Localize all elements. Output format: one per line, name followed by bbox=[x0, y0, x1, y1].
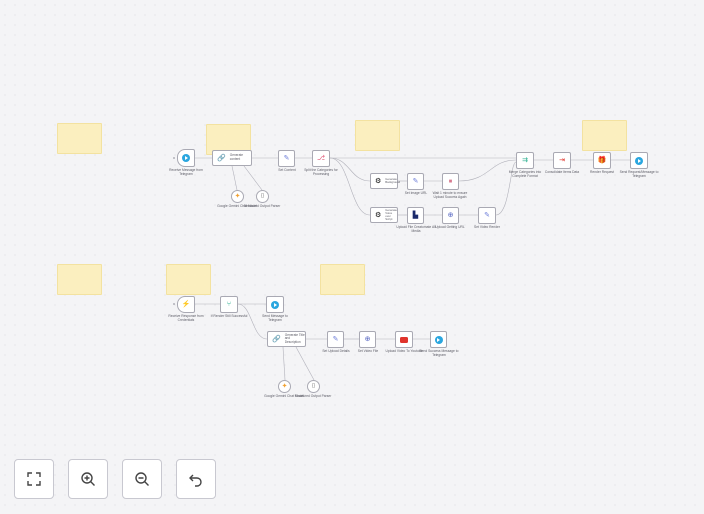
braces-icon: {} bbox=[311, 383, 316, 389]
node-label: Google Gemini Chat Model bbox=[217, 204, 257, 208]
pencil-icon: ✎ bbox=[332, 336, 339, 343]
pause-icon: ⏸ bbox=[448, 178, 453, 185]
globe-icon: ⊕ bbox=[364, 336, 371, 343]
sticky-note[interactable] bbox=[355, 120, 400, 151]
generate-background-node[interactable]: ⚙ Generate Background bbox=[370, 173, 401, 189]
if-node[interactable]: ⑂ bbox=[220, 296, 238, 313]
node-label: Generate Title and Description bbox=[284, 332, 305, 344]
node-label: Send Request/Message to Telegram bbox=[619, 170, 659, 178]
pencil-icon: ✎ bbox=[484, 212, 490, 219]
chain-icon: 🔗 bbox=[217, 154, 226, 162]
generate-content-node[interactable]: 🔗 Generate content bbox=[212, 150, 252, 166]
zoom-out-button[interactable] bbox=[122, 459, 162, 499]
globe-icon: ⊕ bbox=[447, 212, 454, 219]
node-label: Send Success Message to Telegram bbox=[419, 349, 459, 357]
sticky-note[interactable] bbox=[582, 120, 627, 151]
node-label: Render Request bbox=[589, 170, 614, 174]
sticky-note[interactable] bbox=[57, 264, 102, 295]
telegram-icon bbox=[635, 156, 643, 165]
node-label: Generate content bbox=[229, 153, 244, 161]
gemini-icon: ✦ bbox=[234, 193, 241, 200]
output-parser-node[interactable]: {} bbox=[307, 380, 320, 393]
set-content-node[interactable]: ✎ bbox=[278, 150, 295, 167]
braces-icon: {} bbox=[260, 193, 265, 199]
pencil-icon: ✎ bbox=[283, 155, 290, 162]
youtube-upload-node[interactable] bbox=[395, 331, 413, 348]
split-node[interactable]: ⎇ bbox=[312, 150, 330, 167]
node-label: Generate Background bbox=[385, 176, 401, 184]
telegram-icon bbox=[271, 300, 279, 309]
node-label: Set Video Render bbox=[474, 225, 500, 229]
send-telegram-node[interactable] bbox=[266, 296, 284, 313]
telegram-icon bbox=[434, 335, 443, 344]
node-label: If Render Still Successful bbox=[210, 314, 248, 318]
node-label: Structured Output Parser bbox=[294, 394, 332, 398]
node-label: Set Upload Details bbox=[322, 349, 350, 353]
branch-icon: ⑂ bbox=[226, 301, 232, 308]
set-video-url-node[interactable]: ✎ bbox=[478, 207, 496, 224]
wait-node[interactable]: ⏸ bbox=[442, 173, 459, 190]
fit-view-icon bbox=[27, 472, 41, 486]
node-label: Receive Response from Credentials bbox=[168, 314, 204, 322]
zoom-out-icon bbox=[135, 472, 149, 486]
gemini-icon: ✦ bbox=[281, 383, 288, 390]
node-label: Structured Output Parser bbox=[243, 204, 281, 208]
sticky-note[interactable] bbox=[206, 124, 251, 155]
gemini-model-node[interactable]: ✦ bbox=[231, 190, 244, 203]
pencil-icon: ✎ bbox=[412, 178, 419, 185]
split-icon: ⎇ bbox=[316, 155, 326, 162]
aggregate-icon: ⇥ bbox=[559, 157, 565, 164]
node-label: Split the Categories for Processing bbox=[304, 168, 338, 176]
webhook-trigger-node[interactable]: ⚡ bbox=[177, 296, 195, 313]
render-request-node[interactable]: 🎁 bbox=[593, 152, 611, 169]
node-label: Merge Categories into Complete Format bbox=[508, 170, 542, 178]
youtube-icon bbox=[400, 336, 408, 343]
node-label: Upload File Creatomate All Media bbox=[396, 225, 436, 233]
gift-icon: 🎁 bbox=[597, 157, 607, 164]
gemini-model-node[interactable]: ✦ bbox=[278, 380, 291, 393]
consolidate-node[interactable]: ⇥ bbox=[553, 152, 571, 169]
node-label: Receive Message from Telegram bbox=[169, 168, 203, 176]
node-label: Wait 1 minute to ensure Upload Success A… bbox=[432, 191, 468, 199]
node-label: Consolidate Items Data bbox=[544, 170, 580, 174]
zoom-in-button[interactable] bbox=[68, 459, 108, 499]
node-label: Google Gemini Chat Model bbox=[264, 394, 304, 398]
set-image-url-node[interactable]: ✎ bbox=[407, 173, 424, 190]
sticky-note[interactable] bbox=[320, 264, 365, 295]
file-icon: ▙ bbox=[412, 212, 419, 219]
node-label: Set Video File bbox=[357, 349, 379, 353]
upload-url-node[interactable]: ⊕ bbox=[442, 207, 459, 224]
openai-icon: ⚙ bbox=[375, 211, 382, 219]
sticky-note[interactable] bbox=[166, 264, 211, 295]
node-label: Upload Video To Youtube bbox=[385, 349, 423, 353]
undo-button[interactable] bbox=[176, 459, 216, 499]
fit-view-button[interactable] bbox=[14, 459, 54, 499]
send-telegram-node[interactable] bbox=[630, 152, 648, 169]
node-label: Generate Voice over Script bbox=[385, 207, 397, 222]
send-success-node[interactable] bbox=[430, 331, 447, 348]
merge-icon: ⇉ bbox=[522, 157, 528, 164]
openai-icon: ⚙ bbox=[375, 177, 382, 185]
chain-icon: 🔗 bbox=[272, 335, 281, 343]
zoom-in-icon bbox=[81, 472, 95, 486]
telegram-icon bbox=[182, 154, 190, 162]
undo-icon bbox=[189, 474, 202, 487]
generate-title-node[interactable]: 🔗 Generate Title and Description bbox=[267, 331, 306, 347]
telegram-trigger-node[interactable] bbox=[177, 149, 195, 167]
node-label: Set Image URL bbox=[404, 191, 428, 195]
merge-node[interactable]: ⇉ bbox=[516, 152, 534, 169]
node-label: Set Content bbox=[278, 168, 296, 172]
node-label: Upload Getting URL bbox=[435, 225, 465, 229]
upload-creatomate-node[interactable]: ▙ bbox=[407, 207, 424, 224]
output-parser-node[interactable]: {} bbox=[256, 190, 269, 203]
set-upload-node[interactable]: ✎ bbox=[327, 331, 344, 348]
sticky-note[interactable] bbox=[57, 123, 102, 154]
generate-voice-node[interactable]: ⚙ Generate Voice over Script bbox=[370, 207, 398, 223]
node-label: Send Message to Telegram bbox=[262, 314, 288, 322]
webhook-icon: ⚡ bbox=[181, 301, 191, 308]
set-video-node[interactable]: ⊕ bbox=[359, 331, 376, 348]
